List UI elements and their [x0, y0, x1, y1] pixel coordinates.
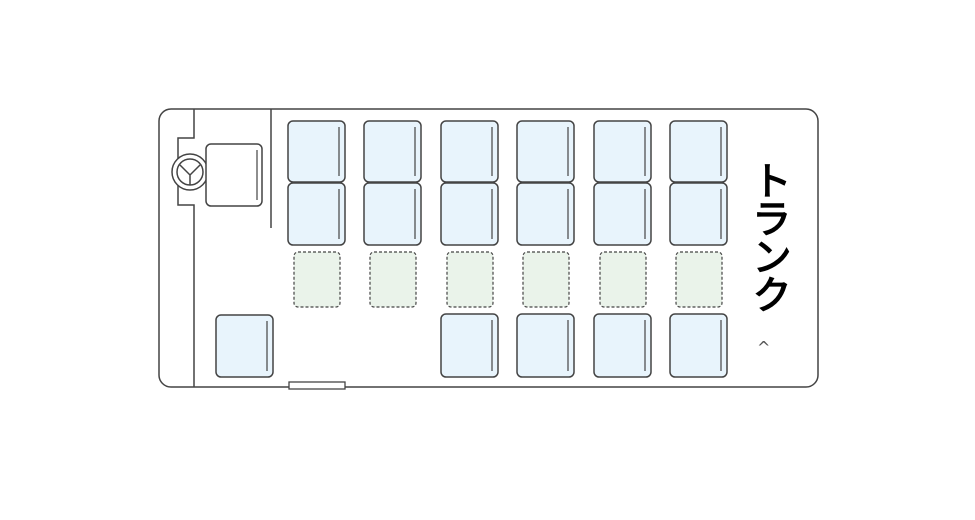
seat-bottom-row-3 — [593, 313, 652, 378]
aux-seat-6 — [675, 251, 723, 308]
seat-second-row-5 — [593, 182, 652, 246]
seat-layer — [215, 120, 728, 378]
seat-bottom-row-4 — [669, 313, 728, 378]
aux-seat-5 — [599, 251, 647, 308]
seat-upper-row-1 — [287, 120, 346, 183]
seat-second-row-4 — [516, 182, 575, 246]
steering-wheel-icon — [171, 153, 209, 191]
seat-upper-row-2 — [363, 120, 422, 183]
seat-upper-row-5 — [593, 120, 652, 183]
aux-seat-4 — [522, 251, 570, 308]
seat-second-row-3 — [440, 182, 499, 246]
seat-second-row-1 — [287, 182, 346, 246]
aux-seat-2 — [369, 251, 417, 308]
seat-bottom-row-2 — [516, 313, 575, 378]
seat-second-row-6 — [669, 182, 728, 246]
seat-upper-row-3 — [440, 120, 499, 183]
guide-seat — [215, 314, 274, 378]
seat-bottom-row-1 — [440, 313, 499, 378]
driver-seat — [205, 143, 263, 207]
seat-second-row-2 — [363, 182, 422, 246]
aux-seat-1 — [293, 251, 341, 308]
seat-upper-row-4 — [516, 120, 575, 183]
aux-seat-3 — [446, 251, 494, 308]
trunk-label: トランク — [745, 160, 791, 312]
seat-upper-row-6 — [669, 120, 728, 183]
door-step-icon — [288, 381, 346, 390]
trunk-arrow-icon: ^ — [757, 338, 771, 357]
